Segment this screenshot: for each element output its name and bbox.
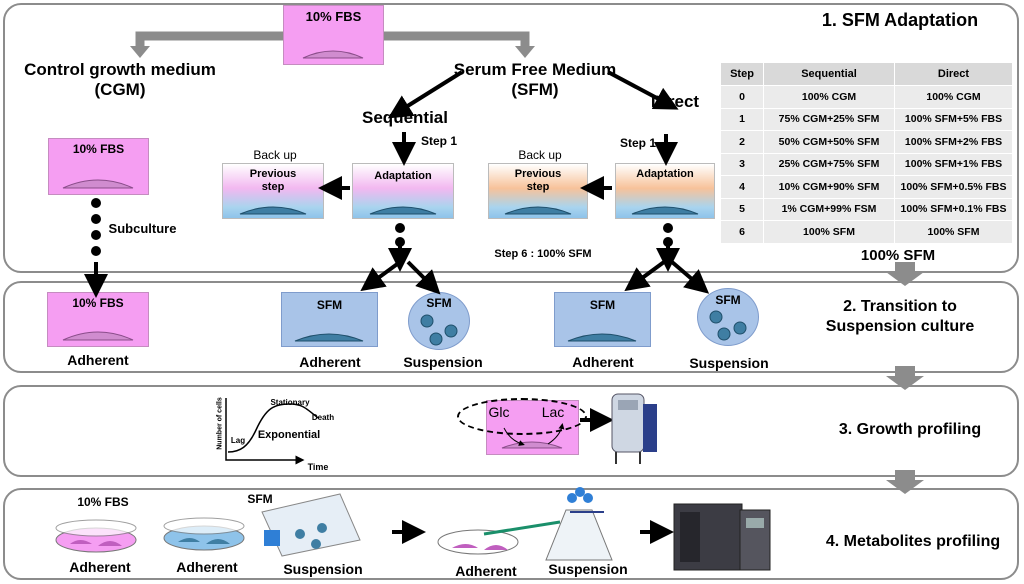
- table-cell: 100% SFM+2% FBS: [894, 130, 1013, 154]
- table-cell: 10% CGM+90% SFM: [763, 175, 895, 199]
- step1-label-sequential: Step 1: [420, 134, 457, 148]
- growth-phase-exponential: Exponential: [257, 429, 321, 441]
- table-cell: 100% CGM: [894, 85, 1013, 109]
- table-header-row: Step Sequential Direct: [720, 62, 1013, 86]
- table-cell: 5: [720, 197, 764, 221]
- gray-down-arrows: [886, 262, 924, 494]
- section4-title: 4. Metabolites profiling: [825, 533, 1001, 550]
- subculture-label: Subculture: [108, 221, 177, 236]
- table-header-direct: Direct: [894, 62, 1013, 86]
- step1-label-direct: Step 1: [619, 136, 656, 150]
- adaptation-label-direct: Adaptation: [636, 168, 694, 180]
- table-cell: 25% CGM+75% SFM: [763, 152, 895, 176]
- table-cell: 1% CGM+99% FSM: [763, 197, 895, 221]
- suspension-label-direct: Suspension: [689, 355, 769, 371]
- table-header-sequential: Sequential: [763, 62, 895, 86]
- sfm-label-s4: SFM: [247, 492, 273, 506]
- table-cell: 75% CGM+25% SFM: [763, 107, 895, 131]
- table-cell: 100% SFM+0.5% FBS: [894, 175, 1013, 199]
- table-cell: 4: [720, 175, 764, 199]
- adherent-label-s2-cgm: Adherent: [67, 352, 129, 368]
- glc-lac-dashed-ellipse: [457, 398, 587, 435]
- adherent-label-s4-fbs: Adherent: [69, 559, 131, 575]
- gray-split-arrow: [130, 31, 535, 58]
- table-cell: 100% CGM: [763, 85, 895, 109]
- mass-spectrometer-icon: [673, 503, 771, 571]
- adaptation-label-sequential: Adaptation: [374, 170, 432, 182]
- fbs-label-top: 10% FBS: [305, 9, 362, 24]
- section3-title: 3. Growth profiling: [838, 421, 982, 438]
- section2-title-line1: 2. Transition to: [843, 298, 957, 315]
- panel-metabolites-profiling: [3, 488, 1019, 580]
- sfm-100-label: 100% SFM: [860, 247, 936, 264]
- panel-transition-suspension: [3, 281, 1019, 373]
- suspension-label-sequential: Suspension: [403, 354, 483, 370]
- table-cell: 3: [720, 152, 764, 176]
- sfm-label-adherent-sequential: SFM: [316, 298, 343, 312]
- table-cell: 2: [720, 130, 764, 154]
- glc-label: Glc: [488, 404, 510, 420]
- backup-label-direct: Back up: [518, 148, 562, 162]
- black-arrows: [84, 70, 710, 544]
- growth-phase-death: Death: [311, 413, 335, 422]
- sfm-title-line2: (SFM): [511, 80, 559, 99]
- suspension-label-s4-extraction: Suspension: [548, 561, 628, 577]
- growth-curve: [225, 398, 319, 465]
- adherent-label-direct: Adherent: [572, 354, 634, 370]
- table-cell: 100% SFM+0.1% FBS: [894, 197, 1013, 221]
- cgm-fbs-box: [48, 138, 149, 195]
- table-header-step: Step: [720, 62, 764, 86]
- growth-curve-xlabel: Time: [307, 462, 329, 472]
- sfm-label-suspension-direct: SFM: [715, 293, 741, 307]
- fbs-label-s2: 10% FBS: [72, 296, 124, 310]
- fbs-label-s4: 10% FBS: [77, 495, 129, 509]
- step6-label: Step 6 : 100% SFM: [494, 248, 592, 260]
- adherent-label-s4-extraction: Adherent: [455, 563, 517, 579]
- cgm-title-line1: Control growth medium: [24, 60, 216, 79]
- table-cell: 1: [720, 107, 764, 131]
- growth-phase-lag: Lag: [230, 436, 246, 445]
- table-cell: 100% SFM+5% FBS: [894, 107, 1013, 131]
- lac-label: Lac: [541, 404, 565, 420]
- section2-title-line2: Suspension culture: [825, 318, 975, 335]
- suspension-label-s4-flask: Suspension: [283, 561, 363, 577]
- table-cell: 100% SFM: [763, 220, 895, 244]
- previous-step-label-direct: Previous step: [514, 168, 562, 193]
- glc-lac-cell: [501, 423, 565, 449]
- cgm-fbs-label: 10% FBS: [72, 142, 125, 156]
- adherent-label-sequential: Adherent: [299, 354, 361, 370]
- bioreactor-icon: [611, 393, 657, 464]
- previous-step-label-sequential: Previous step: [249, 168, 297, 193]
- sfm-title-line1: Serum Free Medium: [453, 60, 617, 79]
- table-cell: 6: [720, 220, 764, 244]
- culture-dishes: [55, 487, 613, 561]
- table-cell: 100% SFM+1% FBS: [894, 152, 1013, 176]
- blue-cell-icons: [239, 206, 747, 346]
- sfm-label-suspension-sequential: SFM: [426, 296, 452, 310]
- growth-phase-stationary: Stationary: [270, 398, 310, 407]
- cell-icons: [62, 50, 364, 341]
- sfm-label-adherent-direct: SFM: [589, 298, 616, 312]
- section1-title: 1. SFM Adaptation: [821, 10, 979, 30]
- table-cell: 0: [720, 85, 764, 109]
- adherent-label-s4-sfm: Adherent: [176, 559, 238, 575]
- table-cell: 100% SFM: [894, 220, 1013, 244]
- backup-label-sequential: Back up: [253, 148, 297, 162]
- cgm-title-line2: (CGM): [94, 80, 146, 99]
- dot-columns: [91, 198, 673, 256]
